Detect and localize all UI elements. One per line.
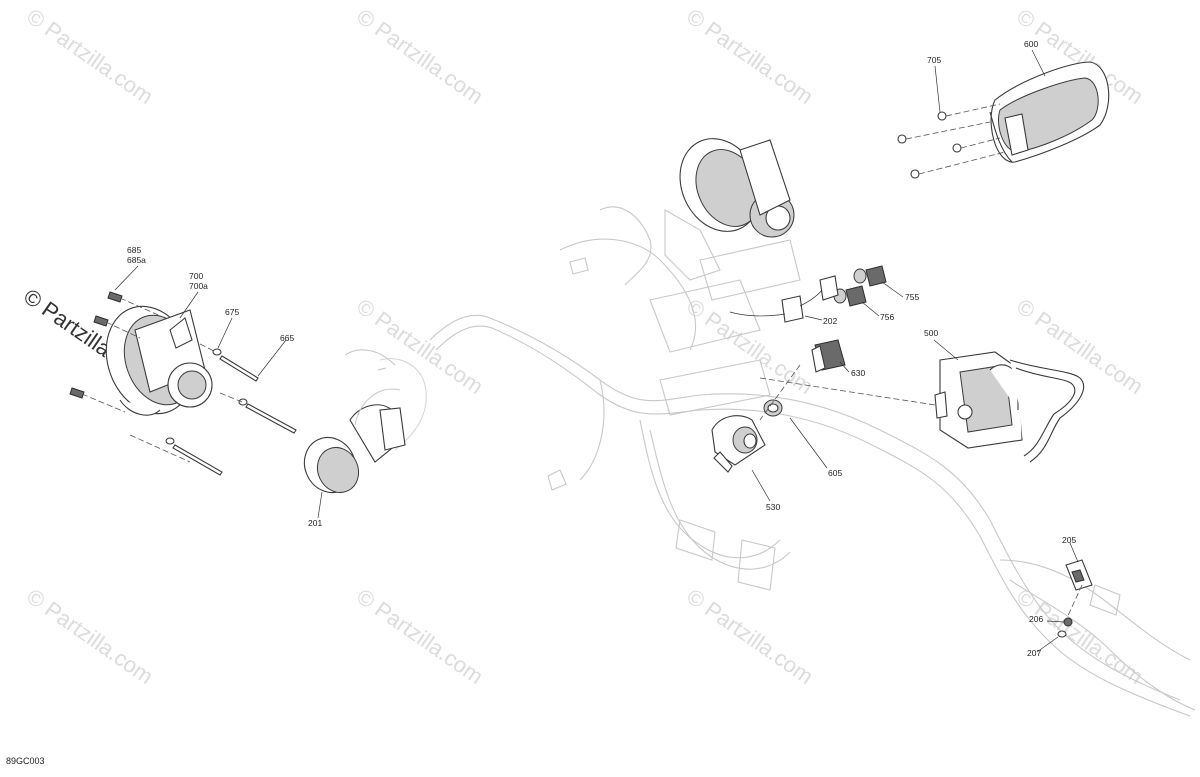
callout-665: 665 — [280, 333, 294, 343]
callout-202: 202 — [823, 316, 837, 326]
wiring-harness-ghost — [344, 206, 1196, 717]
callout-600: 600 — [1024, 39, 1038, 49]
callout-685: 685 — [127, 245, 141, 255]
switch-630 — [811, 339, 846, 373]
washers-675 — [165, 343, 248, 445]
callout-605: 605 — [828, 468, 842, 478]
callout-207: 207 — [1027, 648, 1041, 658]
motor-530 — [711, 415, 766, 473]
left-light-assembly — [105, 305, 213, 416]
callout-700: 700 — [189, 271, 203, 281]
assembly-lines — [759, 364, 1083, 621]
callout-500: 500 — [924, 328, 938, 338]
watermark: © Partzilla.com — [352, 4, 488, 110]
callout-755: 755 — [905, 292, 919, 302]
watermark: © Partzilla.com — [682, 4, 818, 110]
watermark: © Partzilla.com — [1012, 584, 1148, 690]
callout-530: 530 — [766, 502, 780, 512]
callout-201: 201 — [308, 518, 322, 528]
bolts-665 — [172, 355, 297, 476]
clip-205 — [1065, 559, 1093, 591]
callout-205: 205 — [1062, 535, 1076, 545]
callout-700a: 700a — [189, 281, 208, 291]
screws-705 — [897, 103, 1006, 179]
callout-675: 675 — [225, 307, 239, 317]
ring-605 — [763, 399, 783, 417]
headlight-201 — [303, 388, 406, 494]
watermark: © Partzilla.com — [682, 584, 818, 690]
watermark: © Partzilla.com — [352, 584, 488, 690]
washer-207 — [1057, 630, 1067, 638]
watermark: © Partzilla.com — [22, 584, 158, 690]
callout-756: 756 — [880, 312, 894, 322]
diagram-code: 89GC003 — [6, 756, 45, 766]
upper-headlight — [664, 138, 795, 281]
socket-755 — [853, 265, 887, 287]
callout-705: 705 — [927, 55, 941, 65]
callout-labels: 685 685a 700 700a 675 665 201 705 600 75… — [127, 39, 1076, 658]
leader-lines — [114, 49, 1079, 653]
watermark: © Partzilla.com — [22, 4, 158, 110]
switch-assembly-500 — [934, 351, 1085, 463]
screws-685 — [69, 291, 191, 463]
callout-685a: 685a — [127, 255, 146, 265]
callout-630: 630 — [851, 368, 865, 378]
watermark: © Partzilla.com — [352, 294, 488, 400]
harness-202 — [729, 275, 839, 323]
socket-756 — [833, 285, 867, 307]
callout-206: 206 — [1029, 614, 1043, 624]
nut-206 — [1063, 617, 1073, 627]
cover-600 — [989, 61, 1110, 163]
